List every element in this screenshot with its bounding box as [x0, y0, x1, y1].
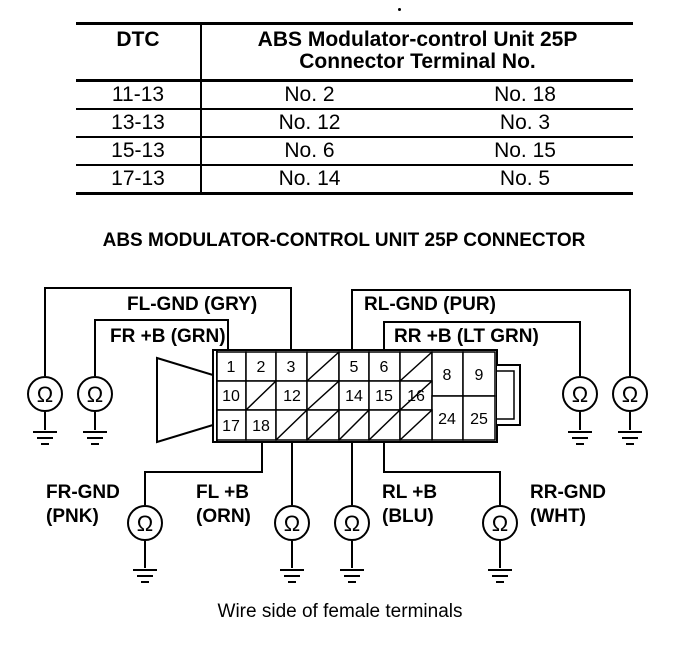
- label-fl-b-color: (ORN): [196, 506, 251, 527]
- pin-8: 8: [443, 367, 452, 384]
- connector-title: ABS MODULATOR-CONTROL UNIT 25P CONNECTOR: [102, 230, 586, 251]
- terminal-cell: No. 12: [200, 108, 417, 138]
- stray-dot: [398, 8, 401, 11]
- wire-fr-b: [94, 319, 229, 376]
- table-row: 11-13 No. 2 No. 18: [76, 79, 634, 110]
- label-rr-gnd: RR-GND: [530, 482, 606, 503]
- terminal-cell: No. 14: [200, 164, 417, 195]
- wire-fr-gnd: [144, 442, 263, 505]
- unused-cavity-hatch: [245, 351, 433, 441]
- ground-icon: [82, 431, 108, 445]
- ground-icon: [567, 431, 593, 445]
- terminal-column-header: ABS Modulator-control Unit 25P Connector…: [199, 22, 634, 82]
- pin-1: 1: [227, 359, 236, 376]
- terminal-cell: No. 2: [200, 79, 417, 110]
- terminal-header-line1: ABS Modulator-control Unit 25P: [257, 28, 578, 51]
- ohm-icon: Ω: [284, 511, 300, 536]
- label-fl-b: FL +B: [196, 482, 249, 503]
- label-rl-b-color: (BLU): [382, 506, 434, 527]
- pin-10: 10: [222, 388, 240, 405]
- table-row: 17-13 No. 14 No. 5: [76, 164, 634, 195]
- pin-14: 14: [345, 388, 363, 405]
- label-rl-gnd: RL-GND (PUR): [364, 294, 496, 315]
- ohm-icon: Ω: [344, 511, 360, 536]
- ohm-icon: Ω: [137, 511, 153, 536]
- pin-2: 2: [257, 359, 266, 376]
- dtc-cell: 15-13: [76, 136, 202, 166]
- label-fr-gnd-color: (PNK): [46, 506, 99, 527]
- pin-17: 17: [222, 418, 240, 435]
- ground-icon: [339, 569, 365, 583]
- dtc-terminal-table: DTC ABS Modulator-control Unit 25P Conne…: [76, 22, 634, 195]
- pin-numbers: 1 2 3 5 6 8 9 10 12 14 15 16 17 18 24 25: [222, 359, 488, 435]
- dtc-cell: 13-13: [76, 108, 202, 138]
- table-header-row: DTC ABS Modulator-control Unit 25P Conne…: [76, 22, 634, 82]
- label-fr-b: FR +B (GRN): [110, 326, 226, 347]
- terminal-cell: No. 3: [417, 108, 634, 138]
- wire-fl-gnd: [44, 287, 292, 376]
- pin-9: 9: [475, 367, 484, 384]
- dtc-cell: 11-13: [76, 79, 202, 110]
- ground-icon: [132, 569, 158, 583]
- table-row: 15-13 No. 6 No. 15: [76, 136, 634, 166]
- ohm-icon: Ω: [37, 382, 53, 407]
- pin-16: 16: [407, 388, 425, 405]
- pin-5: 5: [350, 359, 359, 376]
- ground-icon: [279, 569, 305, 583]
- terminal-cell: No. 6: [200, 136, 417, 166]
- terminal-cell: No. 15: [417, 136, 634, 166]
- wire-labels: FL-GND (GRY) FR +B (GRN) RL-GND (PUR) RR…: [46, 294, 606, 527]
- ohm-icon: Ω: [572, 382, 588, 407]
- label-fr-gnd: FR-GND: [46, 482, 120, 503]
- label-fl-gnd: FL-GND (GRY): [127, 294, 257, 315]
- ohmmeter-fl-gnd: Ω: [27, 376, 63, 412]
- terminal-cell: No. 18: [417, 79, 634, 110]
- ohmmeter-fr-gnd: Ω: [127, 505, 163, 541]
- wire-rl-gnd: [351, 289, 631, 376]
- ohm-icon: Ω: [622, 382, 638, 407]
- pin-25: 25: [470, 411, 488, 428]
- pin-15: 15: [375, 388, 393, 405]
- label-rl-b: RL +B: [382, 482, 437, 503]
- ohm-icon: Ω: [87, 382, 103, 407]
- ground-icon: [487, 569, 513, 583]
- pin-12: 12: [283, 388, 301, 405]
- pin-3: 3: [287, 359, 296, 376]
- wires: [44, 287, 631, 568]
- ohm-icon: Ω: [492, 511, 508, 536]
- diagram-caption: Wire side of female terminals: [218, 601, 463, 622]
- table-row: 13-13 No. 12 No. 3: [76, 108, 634, 138]
- label-rr-gnd-color: (WHT): [530, 506, 586, 527]
- ohmmeter-rl-b: Ω: [334, 505, 370, 541]
- ohmmeter-fl-b: Ω: [274, 505, 310, 541]
- pin-18: 18: [252, 418, 270, 435]
- ohmmeter-fr-b: Ω: [77, 376, 113, 412]
- ohmmeter-rr-gnd: Ω: [482, 505, 518, 541]
- ground-icon: [617, 431, 643, 445]
- ohmmeter-rl-gnd: Ω: [612, 376, 648, 412]
- ohmmeters: Ω Ω Ω Ω Ω Ω Ω Ω: [27, 376, 648, 541]
- wire-rr-b: [383, 321, 581, 376]
- pin-6: 6: [380, 359, 389, 376]
- dtc-column-header: DTC: [76, 22, 202, 82]
- terminal-header-line2: Connector Terminal No.: [299, 50, 536, 73]
- dtc-cell: 17-13: [76, 164, 202, 195]
- ground-icon: [32, 431, 58, 445]
- wire-rr-gnd: [383, 442, 501, 505]
- terminal-cell: No. 5: [417, 164, 634, 195]
- label-rr-b: RR +B (LT GRN): [394, 326, 539, 347]
- ohmmeter-rr-b: Ω: [562, 376, 598, 412]
- pin-24: 24: [438, 411, 456, 428]
